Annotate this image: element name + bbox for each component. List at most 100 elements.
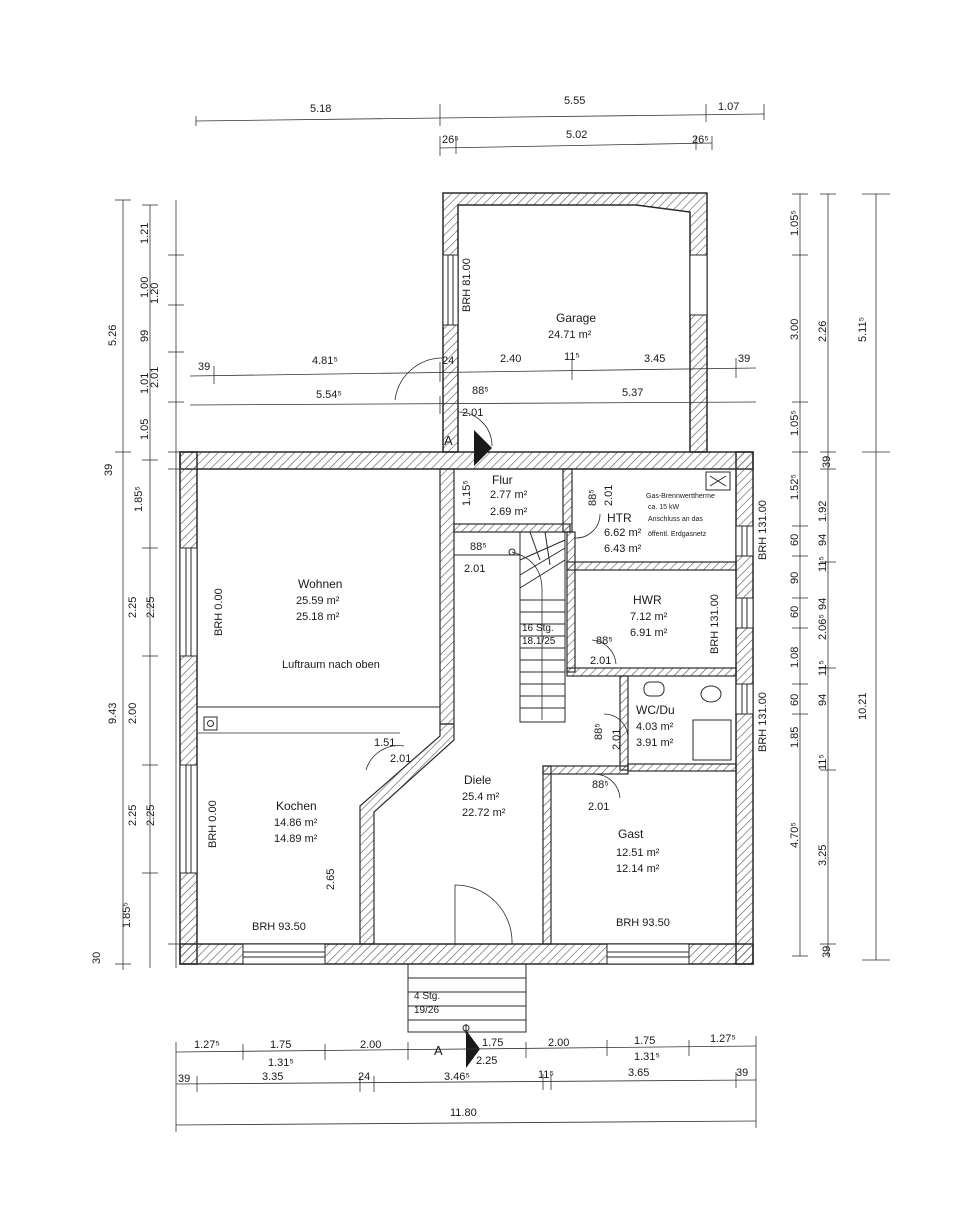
dim-left-inner-9: 2.25	[145, 804, 157, 826]
dim-right-r2-9: 94	[817, 693, 829, 706]
gast-area-2: 12.14 m²	[616, 863, 660, 875]
htr-area-1: 6.62 m²	[604, 527, 642, 539]
dim-right-outer-1: 5.11⁵	[857, 316, 869, 342]
dim-gr1-7: 39	[738, 353, 751, 365]
dim-right-r1-3: 1.05⁵	[789, 410, 801, 436]
dim-right-r2-3: 1.92	[817, 500, 829, 522]
dimension-lines	[115, 104, 890, 1132]
dim-right-r2-6: 94	[817, 597, 829, 610]
hwr-name: HWR	[633, 593, 662, 607]
dim-left-inner-4: 1.01	[139, 372, 151, 394]
kochen-name: Kochen	[276, 799, 317, 813]
dim-left-outer-1: 5.26	[107, 324, 119, 346]
diele-area-1: 25.4 m²	[462, 791, 500, 803]
wohnen-brh: BRH 0.00	[213, 588, 225, 636]
hwr-brh: BRH 131.00	[709, 594, 721, 654]
dim-door-3: 88⁵	[470, 541, 487, 553]
dim-kochen-depth: 2.65	[325, 868, 337, 890]
wohnen-note: Luftraum nach oben	[282, 659, 380, 671]
entry-steps-count: 4 Stg.	[414, 991, 441, 1002]
dim-left-inner-1: 1.21	[139, 222, 151, 244]
wohnen-area-1: 25.59 m²	[296, 595, 340, 607]
dim-left-inner-2b: 1.20	[149, 282, 161, 304]
dim-b1b-2: 2.25	[476, 1055, 498, 1067]
dim-gr1-2: 4.81⁵	[312, 355, 338, 367]
dim-b2-7: 39	[736, 1067, 749, 1079]
dim-right-r1-8: 1.08	[789, 646, 801, 668]
dim-gr2-3: 5.37	[622, 387, 644, 399]
dim-door-5: 88⁵	[587, 489, 599, 506]
wcdu-name: WC/Du	[636, 703, 675, 717]
dim-right-r1-7: 60	[789, 605, 801, 618]
dim-gr1-5: 11⁵	[564, 351, 580, 363]
dim-right-outer-2: 10.21	[857, 692, 869, 720]
dim-b1-4: 1.75	[482, 1037, 504, 1049]
dim-right-r2-8: 11⁵	[817, 660, 829, 676]
dim-b1b-3: 1.31⁵	[634, 1051, 660, 1063]
flur-area-2: 2.69 m²	[490, 506, 528, 518]
dim-gr1-3: 24	[442, 355, 455, 367]
htr-brh: BRH 131.00	[757, 500, 769, 560]
dim-right-r2-11: 3.25	[817, 844, 829, 866]
dim-b1-6: 1.75	[634, 1035, 656, 1047]
kochen-bottom-brh: BRH 93.50	[252, 921, 306, 933]
dim-b2-4: 3.46⁵	[444, 1071, 470, 1083]
entry-steps-ratio: 19/26	[414, 1005, 440, 1016]
dim-top2-2: 5.02	[566, 129, 588, 141]
dim-gr1-4: 2.40	[500, 353, 522, 365]
wohnen-name: Wohnen	[298, 577, 343, 591]
kochen-area-2: 14.89 m²	[274, 833, 318, 845]
dim-right-r2-10: 11⁵	[817, 754, 829, 770]
dim-b2-2: 3.35	[262, 1071, 284, 1083]
dim-right-r1-10: 1.85	[789, 726, 801, 748]
dim-right-r1-9: 60	[789, 693, 801, 706]
dim-top-2: 5.55	[564, 95, 586, 107]
dim-bottom-total: 11.80	[450, 1107, 477, 1119]
dim-b1-5: 2.00	[548, 1037, 570, 1049]
flur-name: Flur	[492, 473, 513, 487]
dim-gr2-2: 88⁵	[472, 385, 489, 397]
dim-left-inner-10: 1.85⁵	[121, 902, 133, 928]
dim-left-mid-2: 2.25	[127, 596, 139, 618]
dim-door-9: 88⁵	[593, 723, 605, 740]
dim-door-10: 2.01	[611, 728, 623, 750]
dim-b1-3: 2.00	[360, 1039, 382, 1051]
dim-b1-1: 1.27⁵	[194, 1039, 220, 1051]
flur-area-1: 2.77 m²	[490, 489, 528, 501]
htr-area-2: 6.43 m²	[604, 543, 642, 555]
dim-b1b-1: 1.31⁵	[268, 1057, 294, 1069]
dim-top-3: 1.07	[718, 101, 740, 113]
htr-name: HTR	[607, 511, 632, 525]
dim-left-mid-3: 2.00	[127, 702, 139, 724]
dim-door-13: 1.51	[374, 737, 396, 749]
dim-door-12: 2.01	[588, 801, 610, 813]
diele-area-2: 22.72 m²	[462, 807, 506, 819]
fixtures	[643, 471, 732, 761]
dim-left-inner-6: 39	[103, 463, 115, 476]
dim-b2-3: 24	[358, 1071, 371, 1083]
wohnen-area-2: 25.18 m²	[296, 611, 340, 623]
garage-name: Garage	[556, 311, 597, 325]
dim-right-r1-5: 60	[789, 533, 801, 546]
htr-note-4: öffentl. Erdgasnetz	[648, 531, 707, 538]
dim-left-outer-2: 9.43	[107, 702, 119, 724]
dim-b2-5: 11⁵	[538, 1069, 554, 1081]
kochen-area-1: 14.86 m²	[274, 817, 318, 829]
dim-door-11: 88⁵	[592, 779, 609, 791]
dim-right-r1-1: 1.05⁵	[789, 210, 801, 236]
wcdu-area-2: 3.91 m²	[636, 737, 674, 749]
section-marker-top: A	[444, 433, 453, 448]
dim-top-1: 5.18	[310, 103, 332, 115]
dim-right-r2-7: 2.06⁵	[817, 614, 829, 640]
dim-right-r1-4: 1.52⁵	[789, 474, 801, 500]
dim-right-r1-2: 3.00	[789, 318, 801, 340]
dim-top2-1: 26⁵	[442, 134, 459, 146]
hwr-area-2: 6.91 m²	[630, 627, 668, 639]
main-staircase	[454, 531, 566, 723]
dim-right-r2-5: 11⁵	[817, 556, 829, 572]
kochen-side-brh: BRH 0.00	[207, 800, 219, 848]
dim-gr1-6: 3.45	[644, 353, 666, 365]
chimney	[203, 716, 218, 731]
garage-area: 24.71 m²	[548, 329, 592, 341]
